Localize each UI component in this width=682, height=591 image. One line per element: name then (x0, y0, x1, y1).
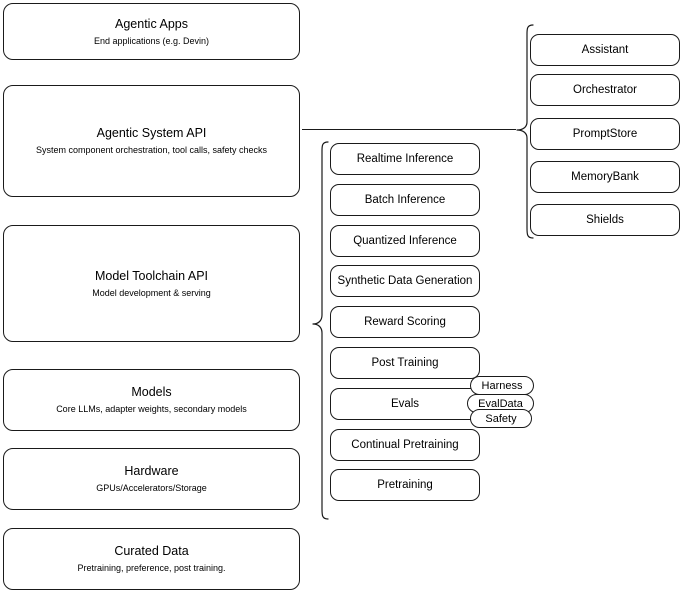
system-item-label: Shields (586, 214, 624, 226)
eval-tag-label: EvalData (478, 397, 523, 410)
eval-tag-label: Safety (485, 412, 517, 425)
layer-subtitle: Pretraining, preference, post training. (77, 563, 226, 573)
layer-agentic-system-api[interactable]: Agentic System API System component orch… (3, 85, 300, 197)
eval-tag-evaldata[interactable]: EvalData (467, 394, 534, 413)
layer-agentic-apps[interactable]: Agentic Apps End applications (e.g. Devi… (3, 3, 300, 60)
brace-toolchain (312, 141, 329, 520)
toolchain-item-label: Batch Inference (364, 194, 446, 206)
layer-title: Models (131, 385, 172, 399)
toolchain-item-label: Evals (390, 398, 420, 410)
system-item-label: Orchestrator (573, 84, 637, 96)
layer-subtitle: Model development & serving (92, 287, 211, 298)
layer-title: Curated Data (114, 544, 189, 558)
layer-title: Agentic System API (96, 126, 207, 140)
layer-title: Model Toolchain API (94, 268, 209, 283)
system-item-promptstore[interactable]: PromptStore (530, 118, 680, 150)
system-item-orchestrator[interactable]: Orchestrator (530, 74, 680, 106)
system-item-shields[interactable]: Shields (530, 204, 680, 236)
layer-title: Hardware (124, 464, 179, 478)
eval-tag-safety[interactable]: Safety (470, 409, 532, 428)
layer-subtitle: Core LLMs, adapter weights, secondary mo… (56, 404, 247, 414)
toolchain-item-quantized-inference[interactable]: Quantized Inference (330, 225, 480, 257)
system-item-label: PromptStore (572, 128, 638, 140)
layer-model-toolchain-api[interactable]: Model Toolchain API Model development & … (3, 225, 300, 342)
layer-subtitle: End applications (e.g. Devin) (93, 35, 210, 46)
toolchain-item-label: Synthetic Data Generation (337, 275, 473, 287)
layer-hardware[interactable]: Hardware GPUs/Accelerators/Storage (3, 448, 300, 510)
toolchain-item-reward-scoring[interactable]: Reward Scoring (330, 306, 480, 338)
system-item-assistant[interactable]: Assistant (530, 34, 680, 66)
layer-models[interactable]: Models Core LLMs, adapter weights, secon… (3, 369, 300, 431)
eval-tag-harness[interactable]: Harness (470, 376, 534, 395)
toolchain-item-realtime-inference[interactable]: Realtime Inference (330, 143, 480, 175)
toolchain-item-label: Continual Pretraining (351, 439, 459, 451)
toolchain-item-continual-pretraining[interactable]: Continual Pretraining (330, 429, 480, 461)
layer-curated-data[interactable]: Curated Data Pretraining, preference, po… (3, 528, 300, 590)
connector-system-api-to-components (302, 129, 516, 130)
eval-tag-label: Harness (481, 379, 523, 392)
toolchain-item-evals[interactable]: Evals (330, 388, 480, 420)
toolchain-item-batch-inference[interactable]: Batch Inference (330, 184, 480, 216)
layer-subtitle: System component orchestration, tool cal… (35, 145, 268, 155)
toolchain-item-label: Pretraining (377, 479, 433, 491)
layer-title: Agentic Apps (115, 16, 188, 31)
system-item-memorybank[interactable]: MemoryBank (530, 161, 680, 193)
toolchain-item-synthetic-data-generation[interactable]: Synthetic Data Generation (330, 265, 480, 297)
system-item-label: MemoryBank (571, 171, 639, 183)
system-item-label: Assistant (581, 44, 629, 56)
toolchain-item-label: Post Training (371, 357, 439, 369)
toolchain-item-label: Reward Scoring (364, 316, 446, 328)
layer-subtitle: GPUs/Accelerators/Storage (96, 483, 207, 493)
toolchain-item-label: Quantized Inference (353, 235, 457, 247)
toolchain-item-label: Realtime Inference (356, 153, 454, 165)
toolchain-item-pretraining[interactable]: Pretraining (330, 469, 480, 501)
toolchain-item-post-training[interactable]: Post Training (330, 347, 480, 379)
